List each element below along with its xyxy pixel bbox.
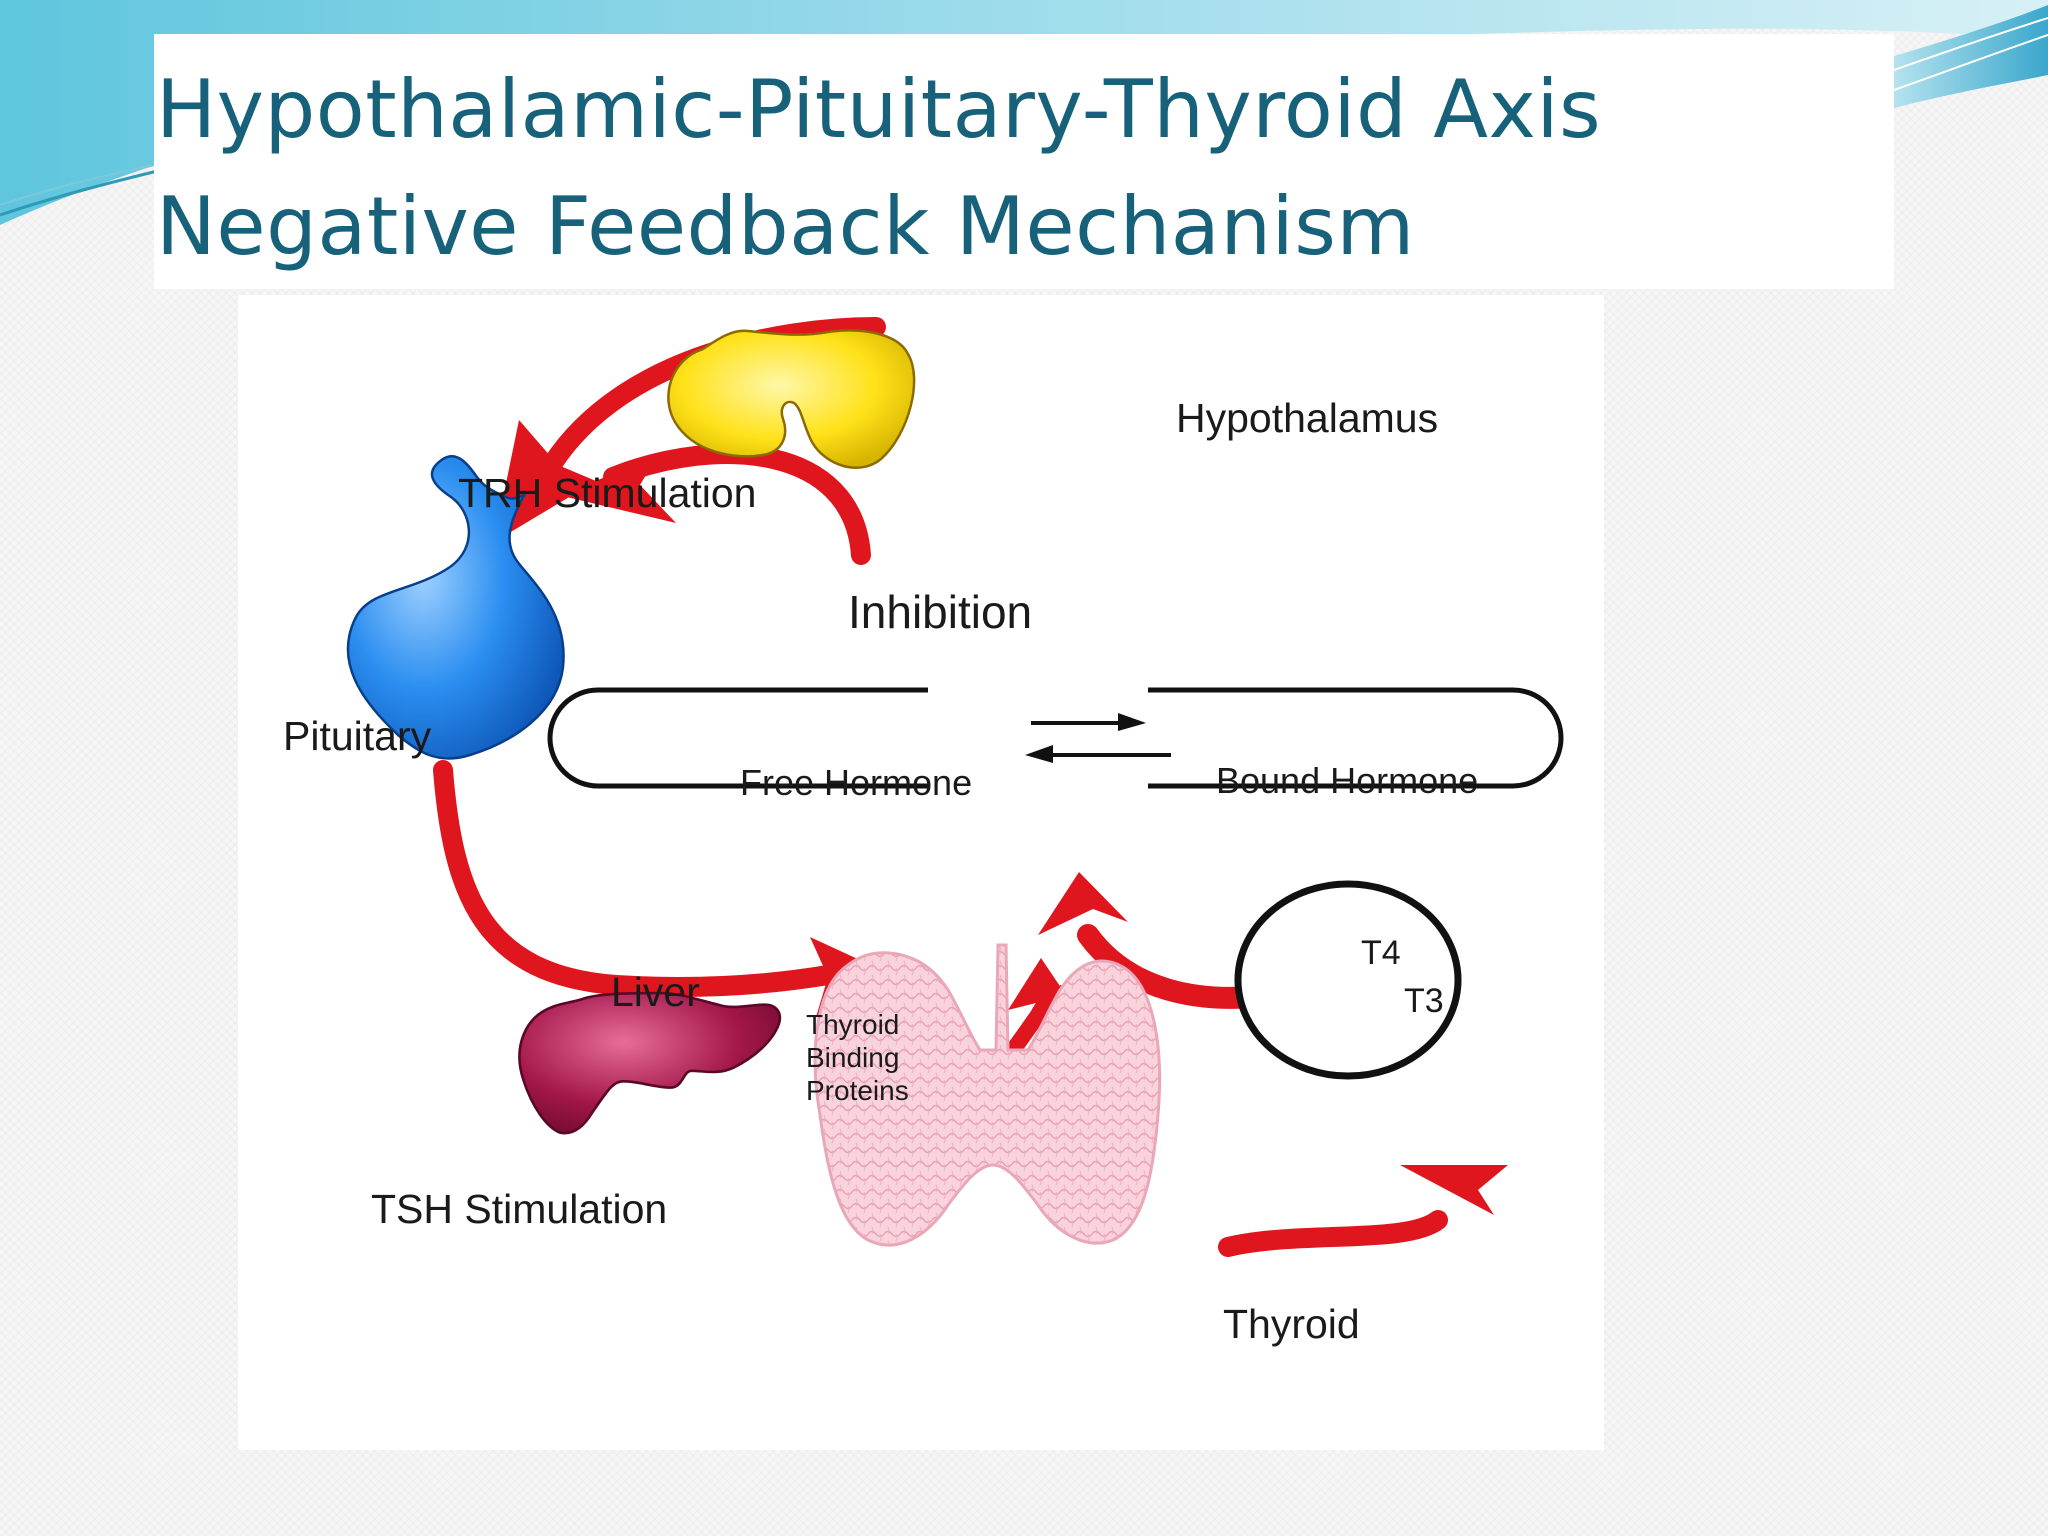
pituitary-illustration xyxy=(346,455,565,760)
t4-t3-circle xyxy=(1234,880,1462,1080)
free-hormone-bracket xyxy=(547,687,928,789)
bound-hormone-bracket xyxy=(1148,687,1564,789)
diagram-panel: Hypothalamus TRH Stimulation Inhibition … xyxy=(238,295,1604,1450)
thyroid-to-t4t3-arrow xyxy=(1218,1165,1508,1257)
free-hormone-label: Free Hormone xyxy=(740,762,972,803)
inhibition-label: Inhibition xyxy=(848,586,1032,638)
hypothalamus-illustration xyxy=(667,329,916,469)
tsh-stimulation-label: TSH Stimulation xyxy=(371,1186,667,1232)
binding-proteins-label-2: Binding xyxy=(806,1042,899,1073)
bound-hormone-label: Bound Hormone xyxy=(1216,760,1478,801)
title-box: Hypothalamic-Pituitary-Thyroid Axis Nega… xyxy=(154,34,1894,289)
thyroid-label: Thyroid xyxy=(1223,1301,1360,1347)
liver-illustration xyxy=(518,991,782,1135)
thyroid-illustration xyxy=(813,943,1162,1247)
inhibition-arrow xyxy=(558,444,871,565)
slide-title-line2: Negative Feedback Mechanism xyxy=(156,180,1415,273)
hpt-axis-diagram: Hypothalamus TRH Stimulation Inhibition … xyxy=(283,317,1564,1347)
trh-stimulation-label: TRH Stimulation xyxy=(458,470,756,516)
pituitary-label: Pituitary xyxy=(283,713,432,759)
binding-proteins-label-1: Thyroid xyxy=(806,1009,899,1040)
t3-label: T3 xyxy=(1404,982,1444,1020)
t4-label: T4 xyxy=(1361,934,1401,972)
slide-title-line1: Hypothalamic-Pituitary-Thyroid Axis xyxy=(156,63,1602,156)
hypothalamus-label: Hypothalamus xyxy=(1176,395,1438,441)
binding-proteins-label-3: Proteins xyxy=(806,1075,909,1106)
equilibrium-arrows-icon xyxy=(1025,713,1171,763)
liver-label: Liver xyxy=(611,969,700,1015)
